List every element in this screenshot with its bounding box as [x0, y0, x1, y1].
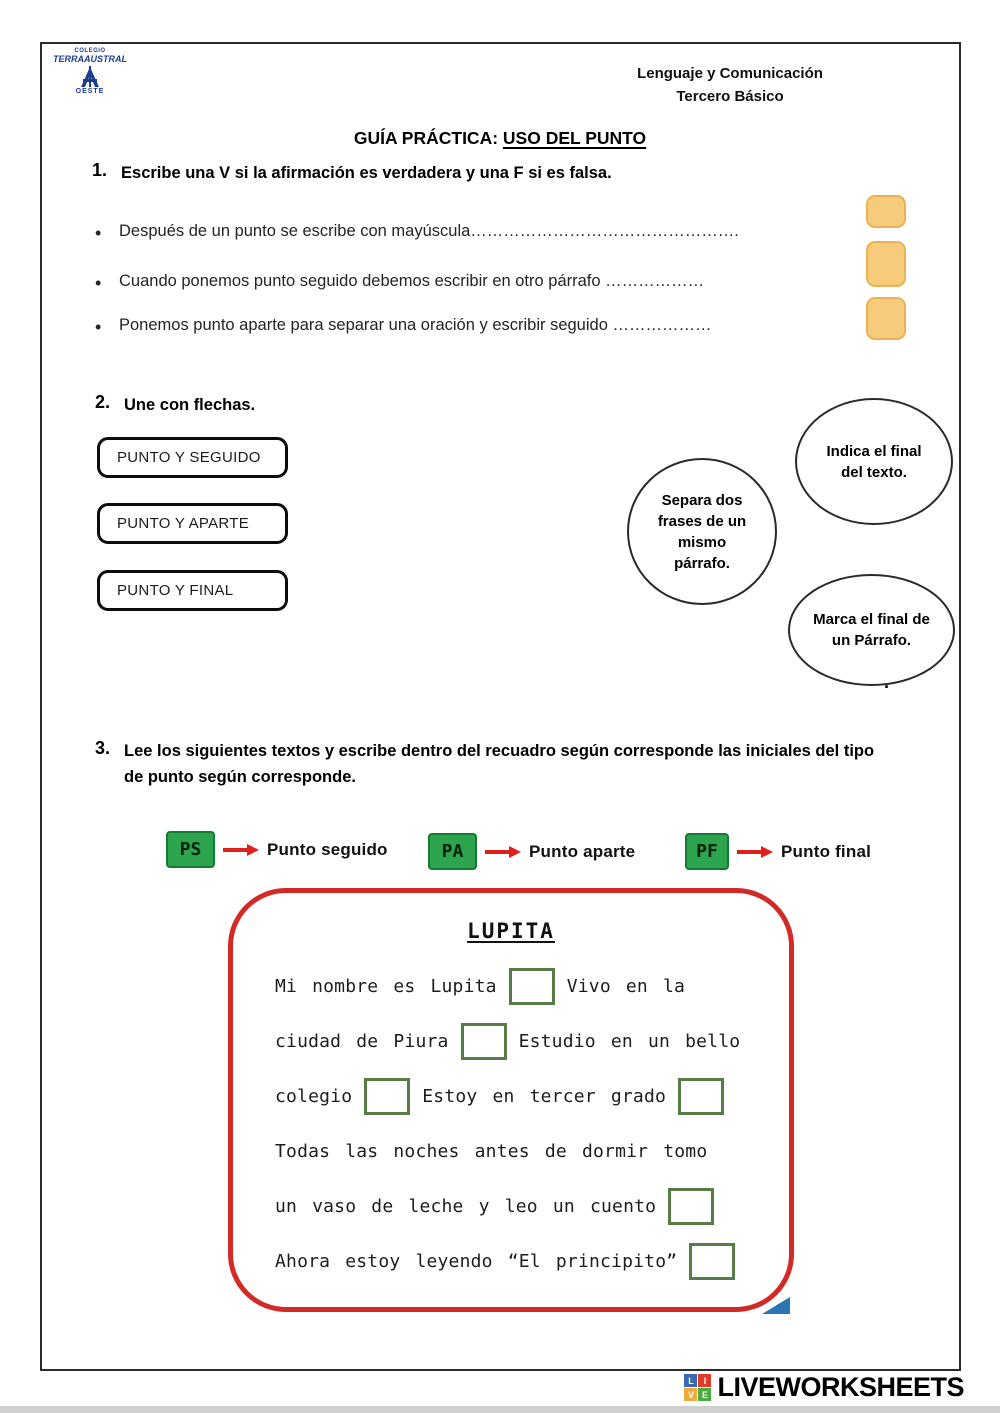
story-title: LUPITA	[467, 919, 555, 943]
point-type-answer-box[interactable]	[689, 1243, 736, 1280]
arrow-right-icon	[223, 843, 259, 856]
stray-period: .	[884, 672, 890, 692]
point-type-answer-box[interactable]	[678, 1078, 725, 1115]
story-text: Vivo en la	[566, 976, 686, 997]
match-oval-marca-final-parrafo[interactable]: Marca el final de un Párrafo.	[788, 574, 955, 686]
logo-line-3: OESTE	[75, 88, 105, 95]
match-box-label: PUNTO Y APARTE	[117, 515, 250, 532]
match-box-punto-y-seguido[interactable]: PUNTO Y SEGUIDO	[97, 437, 288, 478]
legend-label-ps: Punto seguido	[267, 839, 388, 859]
page-bottom-strip	[0, 1406, 1000, 1413]
story-line: un vaso de leche y leo un cuento	[275, 1179, 773, 1234]
logo-square: L	[684, 1374, 698, 1387]
logo-square: I	[698, 1374, 712, 1387]
story-text: ciudad de Piura	[275, 1031, 449, 1052]
story-card: LUPITA Mi nombre es Lupita Vivo en la ciud…	[228, 888, 794, 1312]
story-line: ciudad de Piura Estudio en un bello	[275, 1014, 773, 1069]
match-box-label: PUNTO Y SEGUIDO	[117, 449, 261, 466]
logo-line-1: COLEGIO	[74, 48, 106, 54]
statement-text: Cuando ponemos punto seguido debemos esc…	[119, 272, 705, 290]
grade-level: Tercero Básico	[676, 88, 784, 106]
statement-row: • Ponemos punto aparte para separar una …	[95, 316, 711, 339]
story-text: Mi nombre es Lupita	[275, 976, 497, 997]
subject-name: Lenguaje y Comunicación	[637, 65, 823, 82]
match-oval-indica-final-texto[interactable]: Indica el final del texto.	[795, 398, 953, 525]
statement-text: Ponemos punto aparte para separar una or…	[119, 316, 712, 334]
header-subject: Lenguaje y Comunicación Tercero Básico	[600, 62, 860, 109]
point-type-answer-box[interactable]	[668, 1188, 715, 1225]
story-text: colegio	[275, 1086, 353, 1107]
oval-text: Separa dos frases de un mismo párrafo.	[657, 491, 747, 572]
legend-abbr-pf: PF	[685, 833, 729, 870]
oval-text: Marca el final de un Párrafo.	[813, 611, 930, 649]
logo-square: V	[684, 1388, 698, 1401]
page-title-prefix: GUÍA PRÁCTICA:	[353, 128, 503, 148]
bullet-icon: •	[95, 223, 102, 243]
story-text: Ahora estoy leyendo “El principito”	[275, 1251, 678, 1272]
match-box-punto-y-final[interactable]: PUNTO Y FINAL	[97, 570, 288, 611]
logo-square: E	[698, 1388, 712, 1401]
true-false-answer-box-1[interactable]	[866, 195, 906, 228]
story-line: Ahora estoy leyendo “El principito”	[275, 1234, 773, 1289]
page-title: GUÍA PRÁCTICA: USO DEL PUNTO	[0, 128, 1000, 149]
story-text: un vaso de leche y leo un cuento	[275, 1196, 657, 1217]
school-emblem-icon	[50, 66, 130, 88]
statement-row: • Después de un punto se escribe con may…	[95, 222, 739, 245]
story-line: Todas las noches antes de dormir tomo	[275, 1124, 773, 1179]
match-box-label: PUNTO Y FINAL	[117, 582, 234, 599]
legend-item-pa: PA Punto aparte	[428, 833, 635, 870]
point-type-answer-box[interactable]	[460, 1023, 507, 1060]
oval-text: Indica el final del texto.	[826, 442, 922, 481]
liveworksheets-brand-text: LIVEWORKSHEETS	[717, 1372, 964, 1402]
section2-instruction: Une con flechas.	[124, 396, 256, 414]
section1-instruction: Escribe una V si la afirmación es verdad…	[121, 164, 612, 182]
section3-instruction: Lee los siguientes textos y escribe dent…	[124, 742, 875, 787]
legend-label-pa: Punto aparte	[529, 841, 636, 861]
section2-heading: 2. Une con flechas.	[95, 392, 255, 418]
story-line: Mi nombre es Lupita Vivo en la	[275, 959, 773, 1014]
page-title-main: USO DEL PUNTO	[502, 128, 647, 148]
bullet-icon: •	[95, 317, 102, 337]
section3-number: 3.	[95, 738, 111, 758]
story-text: Estudio en un bello	[518, 1031, 741, 1052]
section2-number: 2.	[95, 392, 111, 412]
point-type-answer-box[interactable]	[364, 1078, 411, 1115]
legend-label-pf: Punto final	[781, 841, 872, 861]
point-type-answer-box[interactable]	[508, 968, 555, 1005]
liveworksheets-logo-icon: L I V E	[684, 1374, 712, 1401]
true-false-answer-box-3[interactable]	[866, 297, 906, 340]
liveworksheets-link[interactable]: L I V E LIVEWORKSHEETS	[684, 1372, 964, 1403]
legend-abbr-ps: PS	[166, 831, 215, 868]
true-false-answer-box-2[interactable]	[866, 241, 906, 287]
section3-heading: 3. Lee los siguientes textos y escribe d…	[95, 738, 895, 791]
legend-abbr-pa: PA	[428, 833, 477, 870]
legend-item-ps: PS Punto seguido	[166, 831, 388, 868]
section1-heading: 1. Escribe una V si la afirmación es ver…	[92, 160, 612, 186]
arrow-right-icon	[485, 845, 521, 858]
story-line: colegio Estoy en tercer grado	[275, 1069, 773, 1124]
section1-number: 1.	[92, 160, 108, 180]
logo-line-2: TERRAAUSTRAL	[53, 54, 127, 64]
story-lines: Mi nombre es Lupita Vivo en la ciudad de P…	[275, 959, 773, 1289]
match-oval-separa-frases[interactable]: Separa dos frases de un mismo párrafo.	[627, 458, 777, 605]
statement-row: • Cuando ponemos punto seguido debemos e…	[95, 272, 704, 295]
blue-corner-marker	[762, 1297, 790, 1314]
school-logo: COLEGIO TERRAAUSTRAL OESTE	[50, 48, 130, 95]
match-box-punto-y-aparte[interactable]: PUNTO Y APARTE	[97, 503, 288, 544]
statement-text: Después de un punto se escribe con mayús…	[119, 222, 739, 240]
story-text: Todas las noches antes de dormir tomo	[275, 1141, 708, 1162]
arrow-right-icon	[737, 845, 773, 858]
story-text: Estoy en tercer grado	[422, 1086, 667, 1107]
legend-item-pf: PF Punto final	[685, 833, 871, 870]
bullet-icon: •	[95, 273, 102, 293]
